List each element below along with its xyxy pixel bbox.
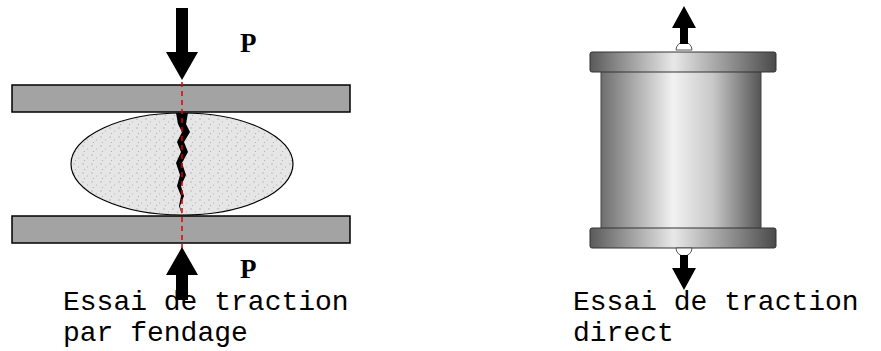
- bottom-plate: [12, 216, 350, 243]
- bottom-cap: [590, 228, 776, 248]
- test-caption: Essai de traction par fendage: [63, 287, 363, 349]
- load-arrow-top: [166, 8, 198, 80]
- splitting-test: [12, 8, 350, 300]
- force-label: P: [240, 254, 257, 284]
- cylinder-specimen: [601, 70, 761, 230]
- direct-tension-test: [590, 6, 776, 290]
- top-plate: [12, 85, 350, 112]
- pull-arrow-top: [672, 6, 696, 44]
- pull-arrow-bottom: [672, 255, 696, 290]
- top-cap: [590, 52, 776, 72]
- test-caption: Essai de traction direct: [573, 287, 873, 349]
- force-label: P: [240, 28, 257, 58]
- crack: [176, 113, 190, 215]
- bottom-grip: [676, 248, 692, 256]
